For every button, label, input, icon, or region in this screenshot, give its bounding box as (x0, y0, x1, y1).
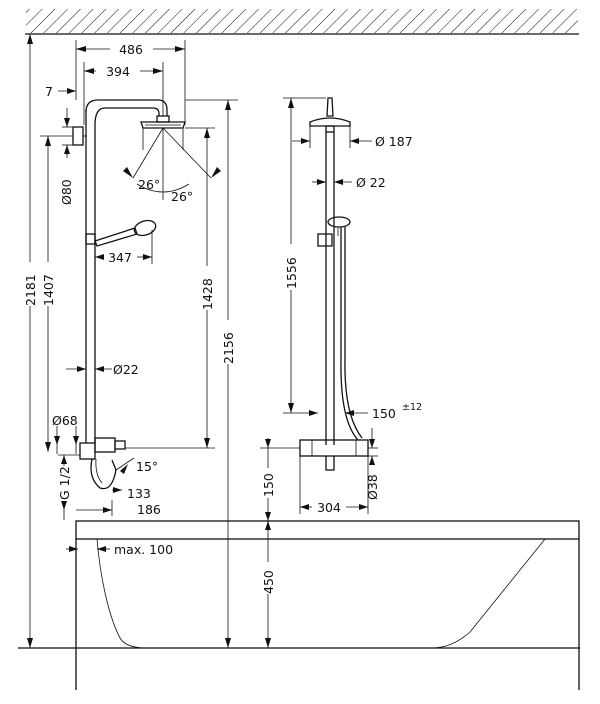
dim-7-label: 7 (45, 84, 53, 99)
front-dimensions: 486 394 7 Ø80 2181 1407 (22, 34, 238, 648)
dim-1556-label: 1556 (284, 257, 299, 289)
dim-mixer-flange-label: Ø68 (52, 413, 78, 428)
dim-tub-height-label: 450 (261, 570, 276, 594)
shower-hose (340, 227, 359, 441)
dim-347-label: 347 (108, 250, 132, 265)
spray-angle-right-label: 26° (171, 189, 193, 204)
hand-shower (85, 219, 157, 247)
front-view (72, 99, 212, 490)
dim-304-label: 304 (317, 500, 341, 515)
dim-hose-tolerance-label: ±12 (402, 402, 422, 413)
wall-bracket (72, 126, 84, 146)
overhead-shower-head (140, 115, 186, 129)
dim-head-diameter-label: Ø 187 (375, 134, 413, 149)
dim-186-label: 186 (137, 502, 161, 517)
ceiling (24, 7, 580, 35)
dim-mixer-diameter-label: Ø38 (365, 474, 380, 500)
dim-hose-radius-label: 150 (372, 406, 396, 421)
dim-133-label: 133 (127, 486, 151, 501)
dim-riser-front-label: Ø22 (113, 362, 139, 377)
shower-arm (85, 99, 168, 116)
dim-2181-label: 2181 (23, 274, 38, 306)
dim-394-label: 394 (106, 64, 130, 79)
dim-mixer-height-label: 150 (261, 473, 276, 497)
bath-mixer (79, 437, 126, 490)
spout-angle-label: 15° (136, 459, 158, 474)
bathtub (18, 520, 580, 690)
side-overhead-head (309, 117, 351, 133)
dim-flange-label: Ø80 (59, 179, 74, 205)
side-dimensions: Ø 187 Ø 22 1556 150 ±12 150 (260, 97, 422, 648)
spout-above-rim-label: max. 100 (114, 542, 173, 557)
dim-2156-label: 2156 (221, 332, 236, 364)
dim-riser-side-label: Ø 22 (356, 175, 386, 190)
dim-486-label: 486 (119, 42, 143, 57)
spray-angle-left-label: 26° (138, 177, 160, 192)
connection-thread-label: G 1/2 (57, 466, 72, 500)
dim-1428-label: 1428 (200, 278, 215, 310)
side-hand-shower (317, 216, 351, 247)
dim-1407-label: 1407 (41, 274, 56, 306)
